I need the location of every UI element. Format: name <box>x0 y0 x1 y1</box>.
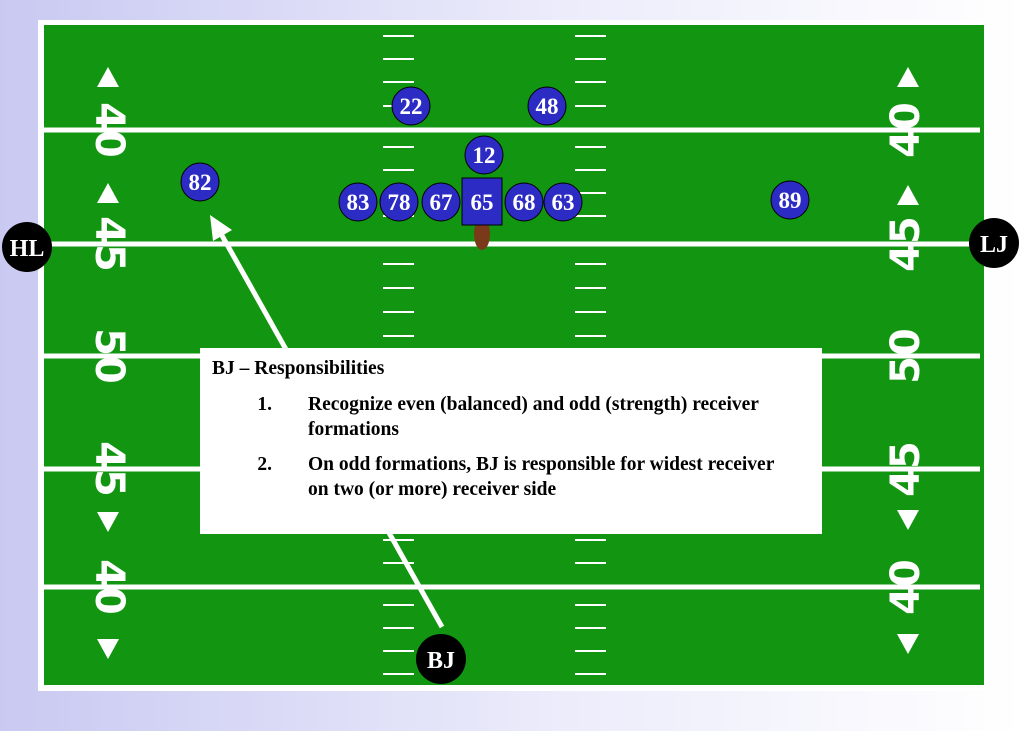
right-yard-number-40-bottom: 40 <box>883 559 929 615</box>
player-83: 83 <box>338 182 378 222</box>
left-arrow-down-icon <box>97 639 119 659</box>
right-yard-number-50: 50 <box>883 328 929 384</box>
right-arrow-down-icon <box>897 634 919 654</box>
svg-text:89: 89 <box>779 188 802 213</box>
svg-text:83: 83 <box>347 190 370 215</box>
responsibility-number: 2. <box>257 454 272 475</box>
svg-text:HL: HL <box>10 236 45 262</box>
official-lj: LJ <box>969 218 1019 268</box>
left-yard-number-40-top: 40 <box>86 102 132 158</box>
svg-text:22: 22 <box>400 94 423 119</box>
right-yard-number-45-top: 45 <box>883 216 929 272</box>
right-yard-number-40-top: 40 <box>883 102 929 158</box>
right-yard-number-45-bottom: 45 <box>883 441 929 497</box>
right-arrow-up-icon <box>897 67 919 87</box>
responsibility-item: 1. Recognize even (balanced) and odd (st… <box>212 392 810 442</box>
left-yard-number-45-top: 45 <box>86 216 132 272</box>
player-67: 67 <box>421 182 461 222</box>
player-82: 82 <box>180 162 220 202</box>
official-hl: HL <box>2 222 52 272</box>
left-yard-number-50: 50 <box>86 328 132 384</box>
responsibilities-title: BJ – Responsibilities <box>212 358 385 379</box>
responsibility-text: Recognize even (balanced) and odd (stren… <box>308 394 759 440</box>
right-arrow-up-icon <box>897 185 919 205</box>
responsibility-text: On odd formations, BJ is responsible for… <box>308 454 775 500</box>
svg-text:48: 48 <box>536 94 559 119</box>
right-yard-numbers: 40 45 50 45 40 <box>883 102 929 615</box>
svg-text:12: 12 <box>473 143 496 168</box>
left-arrow-up-icon <box>97 67 119 87</box>
player-63: 63 <box>543 182 583 222</box>
direction-arrows <box>97 67 919 659</box>
bj-responsibilities-box: BJ – Responsibilities 1. Recognize even … <box>200 348 822 534</box>
left-yard-number-45-bottom: 45 <box>86 441 132 497</box>
player-78: 78 <box>379 182 419 222</box>
player-89: 89 <box>770 180 810 220</box>
player-48: 48 <box>527 86 567 126</box>
left-arrow-down-icon <box>97 512 119 532</box>
svg-text:63: 63 <box>552 190 575 215</box>
svg-text:78: 78 <box>388 190 411 215</box>
svg-text:68: 68 <box>513 190 536 215</box>
left-yard-numbers: 40 45 50 45 40 <box>86 102 132 615</box>
svg-text:82: 82 <box>189 170 212 195</box>
svg-text:BJ: BJ <box>427 648 455 674</box>
responsibility-number: 1. <box>257 394 272 415</box>
responsibility-item: 2. On odd formations, BJ is responsible … <box>212 452 810 502</box>
player-68: 68 <box>504 182 544 222</box>
right-arrow-down-icon <box>897 510 919 530</box>
football-icon <box>474 218 490 250</box>
official-bj: BJ <box>416 634 466 684</box>
player-12: 12 <box>464 135 504 175</box>
svg-text:LJ: LJ <box>980 232 1008 258</box>
left-arrow-up-icon <box>97 183 119 203</box>
player-65-center: 65 <box>461 177 503 226</box>
player-22: 22 <box>391 86 431 126</box>
left-yard-number-40-bottom: 40 <box>86 559 132 615</box>
svg-text:65: 65 <box>471 190 494 215</box>
svg-text:67: 67 <box>430 190 453 215</box>
